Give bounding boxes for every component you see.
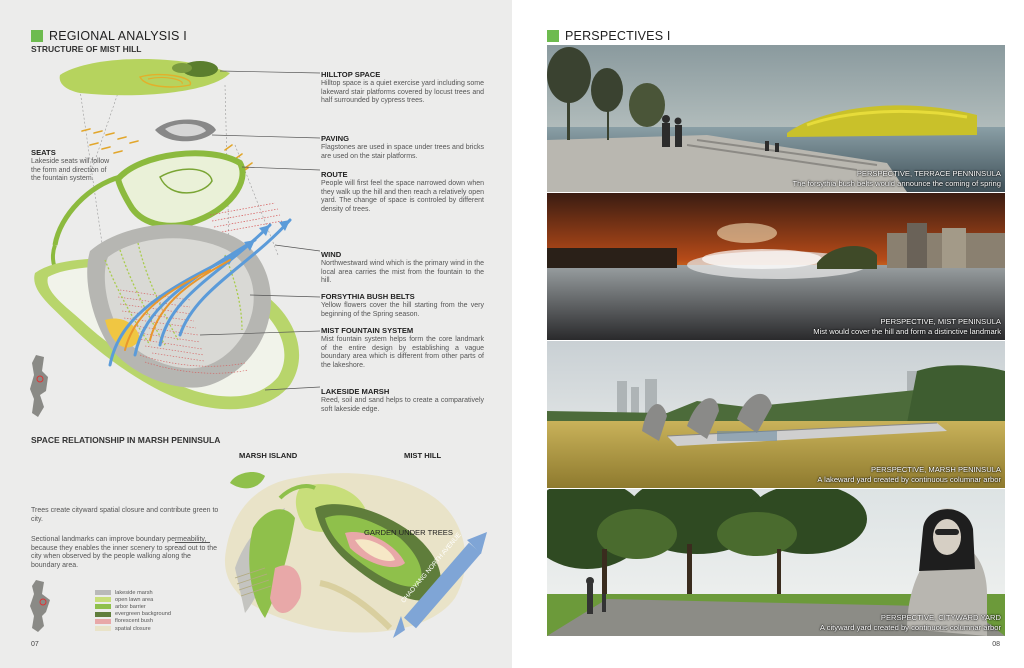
key-map-top (30, 355, 48, 417)
forsythia-description: Yellow flowers cover the hill starting f… (321, 302, 484, 318)
left-page: REGIONAL ANALYSIS I STRUCTURE OF MIST HI… (0, 0, 512, 668)
wind-label: WIND (321, 250, 342, 259)
green-square-icon (547, 30, 559, 42)
legend-item: arbor barrier (95, 603, 171, 610)
paving-description: Flagstones are used in space under trees… (321, 144, 484, 160)
photo-title: PERSPECTIVE, MIST PENINSULA (880, 317, 1001, 326)
key-map-bottom (30, 580, 50, 632)
leader-line (175, 542, 210, 543)
photo-caption: PERSPECTIVE, TERRACE PENNINSULA The fors… (792, 169, 1001, 188)
mist-fountain-description: Mist fountain system helps form the core… (321, 336, 484, 369)
legend-item: spatial closure (95, 625, 171, 632)
paving-label: PAVING (321, 134, 349, 143)
photo-caption: PERSPECTIVE, MIST PENINSULA Mist would c… (813, 317, 1001, 336)
photo-caption: PERSPECTIVE, CITYWARD YARD A cityward ya… (820, 613, 1001, 632)
wind-description: Northwestward wind which is the primary … (321, 260, 484, 285)
hilltop-space-description: Hilltop space is a quiet exercise yard i… (321, 80, 484, 105)
forsythia-label: FORSYTHIA BUSH BELTS (321, 292, 415, 301)
route-label: ROUTE (321, 170, 348, 179)
mist-hill-label: MIST HILL (404, 451, 442, 460)
left-page-heading: REGIONAL ANALYSIS I (31, 29, 187, 43)
page-number-left: 07 (31, 641, 39, 648)
section2-title: SPACE RELATIONSHIP IN MARSH PENINSULA (31, 435, 221, 445)
legend-item: evergreen background (95, 611, 171, 618)
photo-title: PERSPECTIVE, MARSH PENINSULA (871, 465, 1001, 474)
garden-label: GARDEN UNDER TREES (364, 528, 453, 537)
photo-mist-peninsula: PERSPECTIVE, MIST PENINSULA Mist would c… (547, 193, 1005, 340)
legend-item: open lawn area (95, 596, 171, 603)
page-subtitle: STRUCTURE OF MIST HILL (31, 44, 142, 54)
marsh-island-label: MARSH ISLAND (239, 451, 298, 460)
photo-subtitle: A lakeward yard created by continuous co… (817, 474, 1001, 484)
photo-title: PERSPECTIVE, TERRACE PENNINSULA (856, 169, 1001, 178)
page-title: REGIONAL ANALYSIS I (49, 29, 187, 43)
lakeside-marsh-label: LAKESIDE MARSH (321, 387, 390, 396)
right-page-heading: PERSPECTIVES I (547, 29, 671, 43)
photo-subtitle: The forsythia bush belts would announce … (792, 178, 1001, 188)
landmarks-text: Sectional landmarks can improve boundary… (31, 536, 218, 569)
marsh-peninsula-diagram (224, 472, 487, 638)
photo-subtitle: A cityward yard created by continuous co… (819, 622, 1001, 632)
green-square-icon (31, 30, 43, 42)
hilltop-space-label: HILLTOP SPACE (321, 70, 381, 79)
right-page: PERSPECTIVES I (512, 0, 1024, 668)
seats-description: Lakeside seats will follow the form and … (31, 158, 110, 183)
legend: lakeside marsh open lawn area arbor barr… (95, 589, 171, 632)
seats-label: SEATS (31, 148, 56, 157)
photo-marsh-peninsula: PERSPECTIVE, MARSH PENINSULA A lakeward … (547, 341, 1005, 488)
photo-caption: PERSPECTIVE, MARSH PENINSULA A lakeward … (817, 465, 1001, 484)
photo-cityward-yard: PERSPECTIVE, CITYWARD YARD A cityward ya… (547, 489, 1005, 636)
photo-title: PERSPECTIVE, CITYWARD YARD (880, 613, 1001, 622)
legend-item: florescent bush (95, 618, 171, 625)
lakeside-marsh-description: Reed, soil and sand helps to create a co… (321, 397, 484, 413)
route-description: People will first feel the space narrowe… (321, 180, 484, 213)
trees-text: Trees create cityward spatial closure an… (31, 507, 219, 523)
photo-terrace-peninsula: PERSPECTIVE, TERRACE PENNINSULA The fors… (547, 45, 1005, 192)
photo-subtitle: Mist would cover the hill and form a dis… (813, 326, 1001, 336)
page-title: PERSPECTIVES I (565, 29, 671, 43)
mist-fountain-label: MIST FOUNTAIN SYSTEM (321, 326, 414, 335)
page-number-right: 08 (992, 641, 1000, 648)
mist-hill-exploded-diagram (34, 58, 320, 410)
legend-item: lakeside marsh (95, 589, 171, 596)
